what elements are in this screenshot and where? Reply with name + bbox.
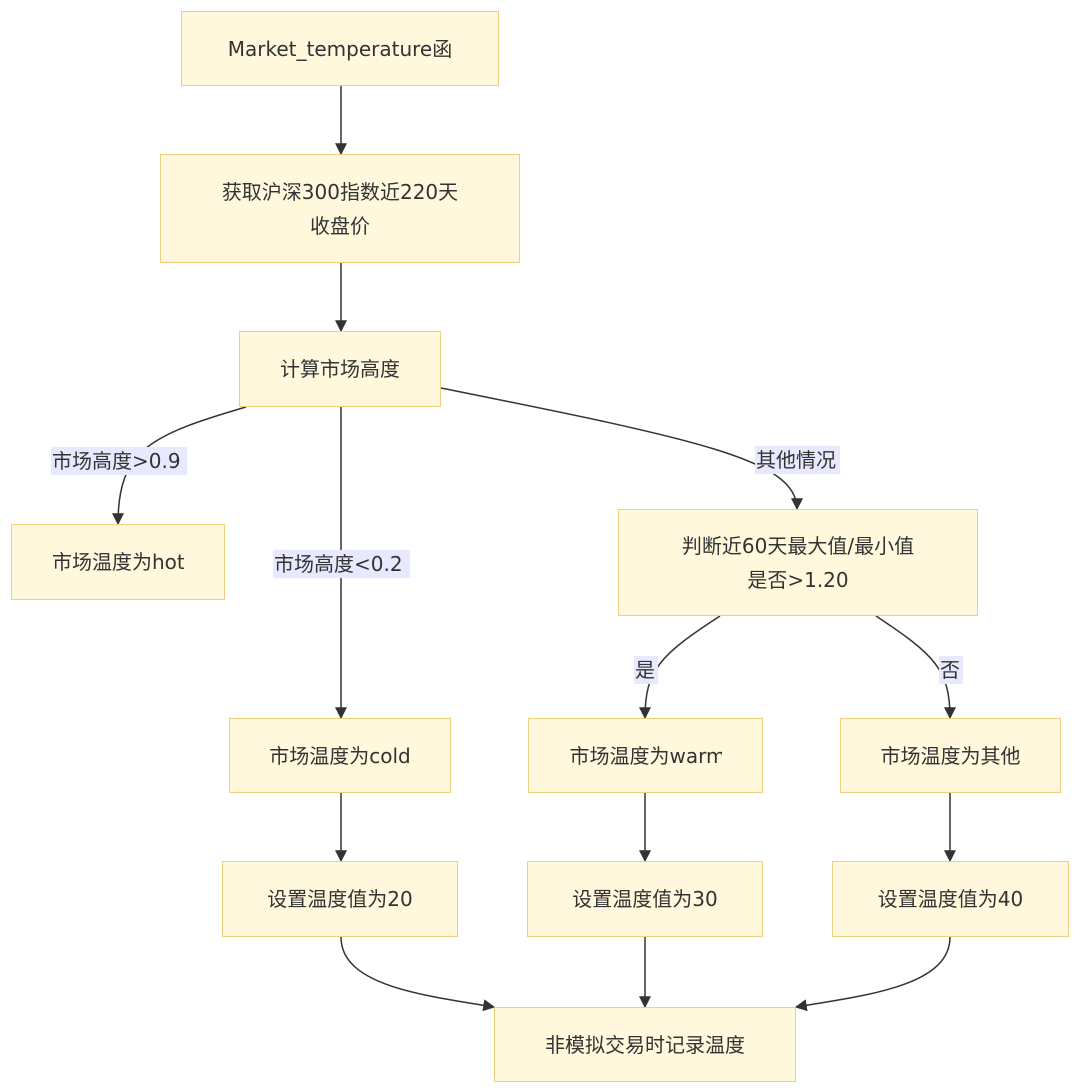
node-other[interactable]: 市场温度为其他 <box>840 718 1061 793</box>
node-set20-line-1: 设置温度值为20 <box>267 887 413 911</box>
node-fetch-line-1: 获取沪深300指数近220天 <box>221 179 459 204</box>
node-judge[interactable]: 判断近60天最大值/最小值 是否>1.20 <box>618 509 978 616</box>
edge-judge-warm <box>639 615 721 720</box>
node-set30-line-1: 设置温度值为30 <box>572 887 718 911</box>
edge-set20-record <box>340 936 496 1012</box>
edge-label-yes: 是 <box>634 656 658 684</box>
node-start[interactable]: Market_temperature函 <box>181 11 499 86</box>
edge-judge-other <box>875 615 956 720</box>
node-set40[interactable]: 设置温度值为40 <box>832 861 1069 937</box>
node-set40-line-1: 设置温度值为40 <box>877 887 1024 911</box>
edge-calc-judge <box>440 387 803 511</box>
edge-label-no: 否 <box>939 656 963 684</box>
node-hot-line-1: 市场温度为hot <box>52 550 184 574</box>
node-calc-line-1: 计算市场高度 <box>280 357 400 381</box>
node-set20[interactable]: 设置温度值为20 <box>222 861 458 937</box>
node-warm[interactable]: 市场温度为warm <box>528 718 763 793</box>
node-cold-line-1: 市场温度为cold <box>269 743 411 768</box>
node-hot[interactable]: 市场温度为hot <box>11 524 225 600</box>
node-other-line-1: 市场温度为其他 <box>880 743 1021 768</box>
node-warm-line-1: 市场温度为warm <box>569 743 722 768</box>
edge-label-else: 其他情况 <box>755 446 840 474</box>
node-cold[interactable]: 市场温度为cold <box>229 718 451 793</box>
edge-label-lt02: 市场高度<0.2 <box>273 550 410 578</box>
node-fetch-line-2: 收盘价 <box>309 213 370 238</box>
node-record-line-1: 非模拟交易时记录温度 <box>545 1032 745 1057</box>
node-calc[interactable]: 计算市场高度 <box>239 331 441 407</box>
node-start-line-1: Market_temperature函 <box>227 36 453 61</box>
edge-set40-record <box>794 936 951 1012</box>
node-record[interactable]: 非模拟交易时记录温度 <box>494 1007 796 1082</box>
node-judge-line-2: 是否>1.20 <box>747 567 849 592</box>
edge-label-gt09: 市场高度>0.9 <box>51 447 187 475</box>
node-fetch[interactable]: 获取沪深300指数近220天 收盘价 <box>160 154 520 263</box>
node-set30[interactable]: 设置温度值为30 <box>527 861 763 937</box>
node-judge-line-1: 判断近60天最大值/最小值 <box>681 533 915 558</box>
